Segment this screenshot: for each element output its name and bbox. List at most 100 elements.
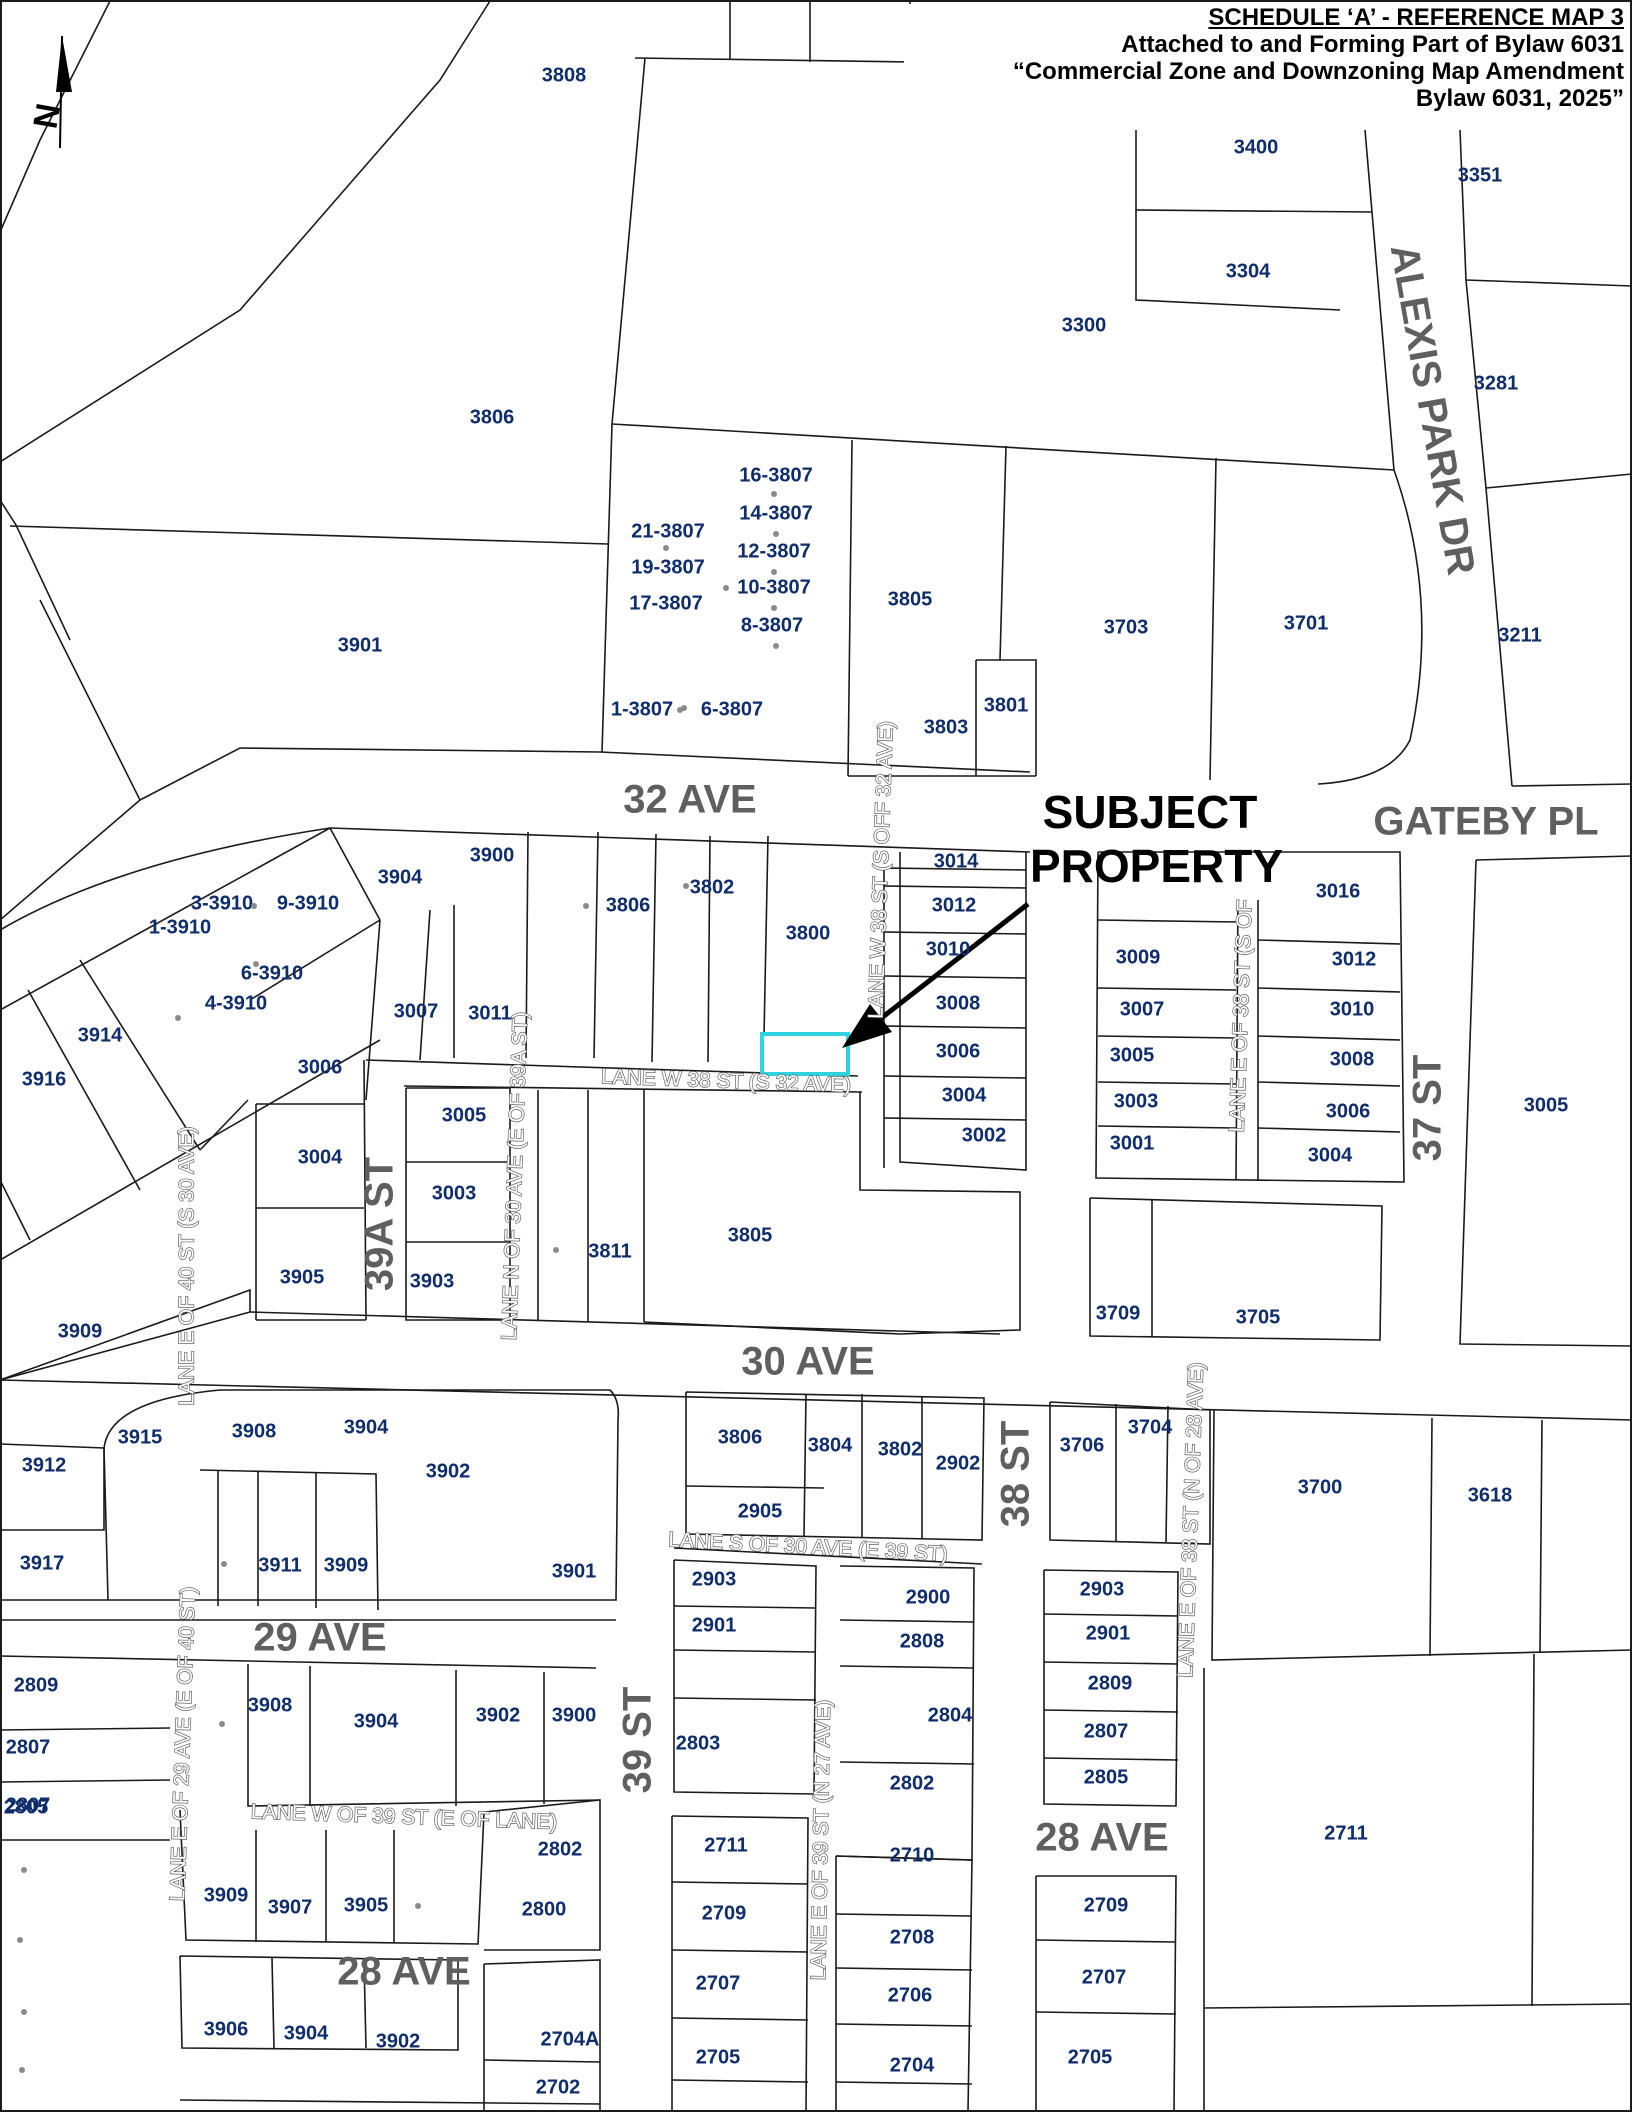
parcel-line — [249, 1311, 1001, 1335]
lane-label: LANE E OF 29 AVE (E OF 40 ST) — [166, 1586, 200, 1901]
parcel-line — [899, 852, 1027, 1171]
address-label: 1-3910 — [149, 916, 211, 938]
address-label: 3007 — [394, 1000, 439, 1022]
parcel-line — [0, 1779, 171, 1783]
address-label: 2805 — [4, 1796, 49, 1818]
address-label: 3009 — [1116, 946, 1161, 968]
parcel-line — [1317, 469, 1423, 785]
address-label: 2807 — [6, 1736, 51, 1758]
bylaw-reference: Attached to and Forming Part of Bylaw 60… — [1121, 31, 1624, 58]
subject-line-2: PROPERTY — [1030, 840, 1284, 892]
street-label: GATEBY PL — [1373, 800, 1598, 844]
address-label: 3005 — [442, 1104, 487, 1126]
parcel-line — [1235, 899, 1239, 1181]
address-label: 3008 — [1330, 1048, 1375, 1070]
address-label: 3905 — [344, 1894, 389, 1916]
address-label: 3007 — [1120, 998, 1165, 1020]
parcel-line — [0, 1288, 251, 1381]
parcel-line — [1257, 1081, 1401, 1087]
address-label: 4-3910 — [205, 992, 267, 1014]
address-label: 3904 — [344, 1416, 389, 1438]
address-label: 3006 — [1326, 1100, 1371, 1122]
address-label: 3808 — [542, 64, 587, 86]
parcel-line — [634, 1, 911, 63]
address-label: 3211 — [1498, 624, 1541, 646]
parcel-line — [763, 835, 769, 1037]
parcel-line — [0, 1389, 620, 1601]
parcel-line — [1097, 1125, 1237, 1129]
address-label: 3709 — [1096, 1302, 1141, 1324]
address-label: 3005 — [1110, 1044, 1155, 1066]
address-label: 1-3807 — [611, 698, 673, 720]
address-label: 2804 — [928, 1704, 973, 1726]
address-label: 3916 — [22, 1068, 67, 1090]
parcel-line — [1211, 1409, 1632, 1661]
parcel-marker — [771, 569, 777, 575]
address-label: 3902 — [376, 2030, 421, 2052]
parcel-line — [1485, 487, 1513, 787]
address-label: 2705 — [1068, 2046, 1113, 2068]
address-label: 3012 — [1332, 948, 1377, 970]
pointer-arrow-shaft — [864, 902, 1030, 1032]
parcel-line — [1209, 457, 1217, 781]
lane-label: LANE E OF 39 ST (N 27 AVE) — [807, 1700, 835, 1981]
address-label: 3804 — [808, 1434, 853, 1456]
address-label: 2905 — [738, 1500, 783, 1522]
bylaw-year: Bylaw 6031, 2025” — [1415, 85, 1624, 112]
address-label: 2711 — [704, 1834, 747, 1856]
address-label: 3802 — [690, 876, 735, 898]
parcel-line — [1364, 129, 1395, 471]
parcel-line — [883, 1117, 1027, 1121]
parcel-line — [673, 1649, 817, 1653]
subject-property-outline — [760, 1032, 850, 1076]
address-label: 3902 — [476, 1704, 521, 1726]
parcel-marker — [553, 1247, 559, 1253]
street-label: 28 AVE — [337, 1950, 470, 1994]
parcel-line — [1089, 1197, 1383, 1341]
address-label: 3281 — [1474, 372, 1519, 394]
parcel-line — [835, 1913, 973, 1917]
north-label: N — [26, 101, 68, 132]
pointer-arrow-icon — [842, 1004, 892, 1048]
address-label: 3914 — [78, 1024, 123, 1046]
address-label: 3917 — [20, 1552, 65, 1574]
address-label: 12-3807 — [737, 540, 810, 562]
address-label: 8-3807 — [741, 614, 803, 636]
parcel-line — [1531, 1653, 1535, 2007]
parcel-line — [1459, 129, 1632, 287]
parcel-line — [1475, 855, 1632, 861]
parcel-marker — [773, 531, 779, 537]
north-arrow: N — [26, 35, 72, 149]
address-label: 3811 — [588, 1240, 631, 1262]
parcel-line — [1043, 1569, 1179, 1807]
parcel-line — [673, 1697, 817, 1701]
address-label: 2708 — [890, 1926, 935, 1948]
address-label: 3900 — [470, 844, 515, 866]
parcel-line — [0, 0, 111, 233]
parcel-marker — [683, 883, 689, 889]
parcel-line — [976, 659, 1037, 776]
parcel-line — [1097, 1035, 1237, 1039]
lane-label: LANE W OF 39 ST (E OF LANE) — [250, 1800, 557, 1834]
address-label: 3902 — [426, 1460, 471, 1482]
address-label: 3001 — [1110, 1132, 1155, 1154]
address-label: 2705 — [696, 2046, 741, 2068]
address-label: 14-3807 — [739, 502, 812, 524]
parcel-line — [1043, 1757, 1179, 1761]
address-label: 2802 — [538, 1838, 583, 1860]
address-label: 3004 — [1308, 1144, 1353, 1166]
address-label: 2709 — [702, 1902, 747, 1924]
address-label: 3003 — [432, 1182, 477, 1204]
address-label: 3706 — [1060, 1434, 1105, 1456]
parcel-line — [1459, 859, 1632, 1347]
parcel-line — [651, 833, 657, 1063]
address-label: 3805 — [728, 1224, 773, 1246]
parcel-line — [1257, 987, 1401, 993]
amendment-name: “Commercial Zone and Downzoning Map Amen… — [1012, 58, 1624, 85]
parcel-line — [1465, 279, 1487, 489]
address-label: 2807 — [1084, 1720, 1129, 1742]
address-label: 3014 — [934, 850, 979, 872]
parcel-line — [9, 525, 609, 545]
